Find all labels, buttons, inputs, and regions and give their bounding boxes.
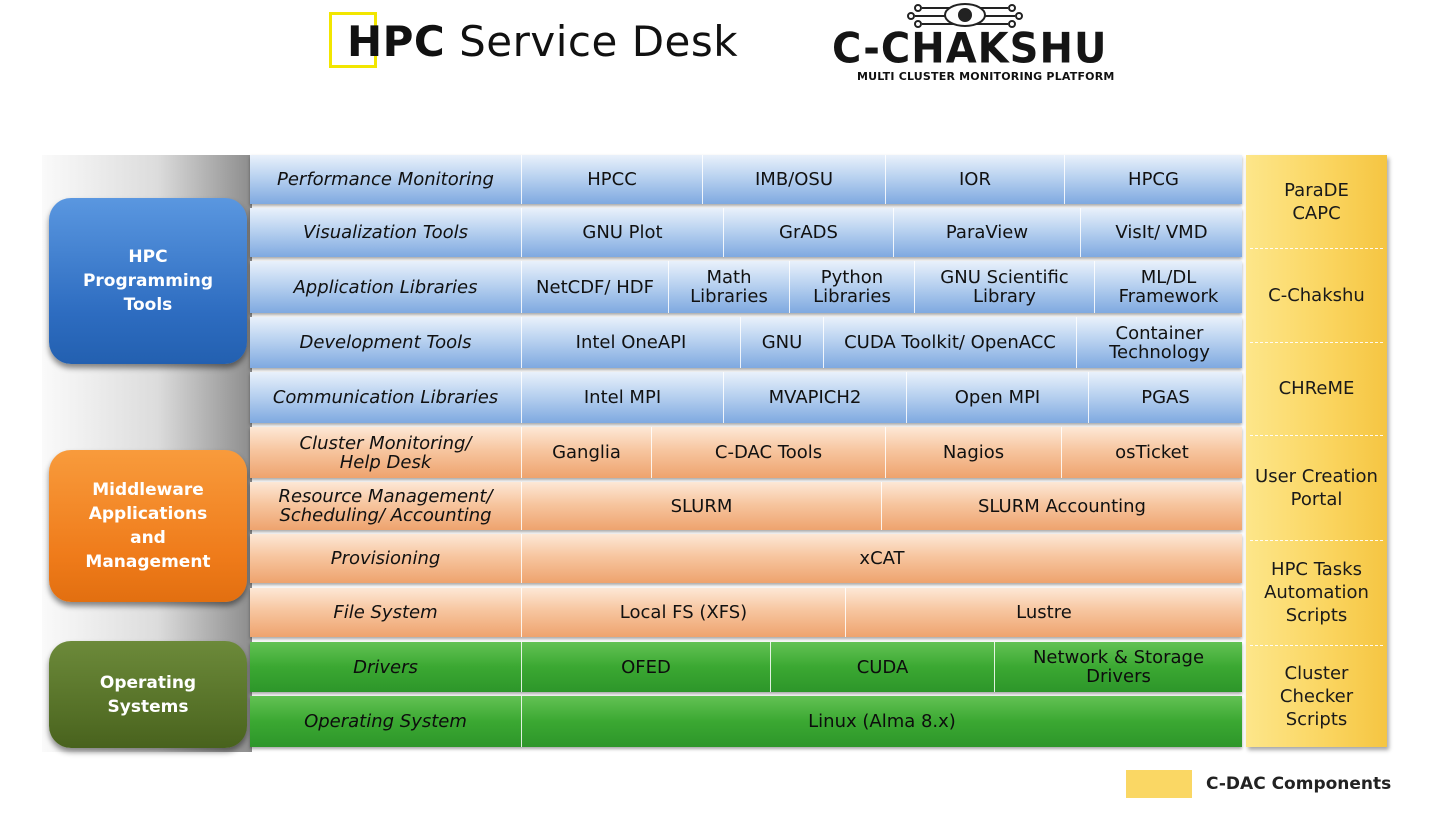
layer-item: VisIt/ VMD	[1080, 208, 1242, 257]
cdac-item-parade-capc: ParaDE CAPC	[1284, 179, 1349, 224]
layer-label: Development Tools	[250, 317, 521, 368]
cdac-divider	[1250, 248, 1383, 249]
layer-item: CUDA	[770, 642, 994, 692]
cdac-item-user-creation-portal: User Creation Portal	[1255, 465, 1378, 510]
category-middleware: Middleware Applications and Management	[49, 450, 247, 602]
layer-label: Visualization Tools	[250, 208, 521, 257]
layer-item: GrADS	[723, 208, 893, 257]
hpc-service-desk-logo: HPC Service Desk	[329, 12, 738, 72]
layer-item: GNU Scientific Library	[914, 261, 1094, 313]
layer-item: osTicket	[1061, 427, 1242, 478]
layer-item: Local FS (XFS)	[521, 588, 845, 637]
cdac-divider	[1250, 645, 1383, 646]
layer-label: Operating System	[250, 696, 521, 747]
layer-item: Intel OneAPI	[521, 317, 740, 368]
layer-label: Provisioning	[250, 534, 521, 583]
layer-item: Nagios	[885, 427, 1061, 478]
layer-communication-libraries: Communication Libraries Intel MPI MVAPIC…	[250, 372, 1242, 423]
cdac-item-c-chakshu: C-Chakshu	[1268, 284, 1365, 306]
layer-item: NetCDF/ HDF	[521, 261, 668, 313]
cdac-item-hpc-tasks-scripts: HPC Tasks Automation Scripts	[1264, 559, 1369, 626]
layer-cluster-monitoring: Cluster Monitoring/ Help Desk Ganglia C-…	[250, 427, 1242, 478]
layer-item: ParaView	[893, 208, 1080, 257]
layer-item: HPCG	[1064, 155, 1242, 204]
layer-item: HPCC	[521, 155, 702, 204]
layer-item: IMB/OSU	[702, 155, 885, 204]
layer-label: Application Libraries	[250, 261, 521, 313]
layer-label: Drivers	[250, 642, 521, 692]
cdac-item-chreme: CHReME	[1278, 378, 1355, 399]
layer-item: SLURM Accounting	[881, 482, 1242, 530]
layer-item: IOR	[885, 155, 1064, 204]
c-chakshu-logo-name: C-CHAKSHU	[832, 24, 1108, 74]
layer-item: Ganglia	[521, 427, 651, 478]
layer-item: Math Libraries	[668, 261, 789, 313]
layer-label: File System	[250, 588, 521, 637]
layer-application-libraries: Application Libraries NetCDF/ HDF Math L…	[250, 261, 1242, 313]
layer-item: OFED	[521, 642, 770, 692]
cdac-item-cluster-checker-scripts: Cluster Checker Scripts	[1279, 662, 1354, 730]
legend-swatch	[1126, 770, 1192, 798]
legend-label: C-DAC Components	[1206, 774, 1392, 794]
layer-item: CUDA Toolkit/ OpenACC	[823, 317, 1076, 368]
layer-item: Network & Storage Drivers	[994, 642, 1242, 692]
layer-item: Lustre	[845, 588, 1242, 637]
layer-label: Communication Libraries	[250, 372, 521, 423]
layer-item: C-DAC Tools	[651, 427, 885, 478]
hpc-logo-text: HPC Service Desk	[347, 16, 738, 68]
layer-operating-system: Operating System Linux (Alma 8.x)	[250, 696, 1242, 747]
hpc-logo-rest: Service Desk	[445, 17, 739, 66]
layer-item: GNU	[740, 317, 823, 368]
c-chakshu-logo-tagline: MULTI CLUSTER MONITORING PLATFORM	[857, 70, 1115, 83]
c-chakshu-logo: C-CHAKSHU MULTI CLUSTER MONITORING PLATF…	[830, 0, 1114, 88]
cdac-divider	[1250, 540, 1383, 541]
layer-item: ML/DL Framework	[1094, 261, 1242, 313]
cdac-divider	[1250, 342, 1383, 343]
layer-development-tools: Development Tools Intel OneAPI GNU CUDA …	[250, 317, 1242, 368]
layer-item: MVAPICH2	[723, 372, 906, 423]
layer-item: Container Technology	[1076, 317, 1242, 368]
layer-label: Cluster Monitoring/ Help Desk	[250, 427, 521, 478]
cdac-divider	[1250, 435, 1383, 436]
cdac-components-column: ParaDE CAPC C-Chakshu CHReME User Creati…	[1246, 155, 1387, 747]
hpc-logo-frame	[329, 12, 377, 68]
layer-performance-monitoring: Performance Monitoring HPCC IMB/OSU IOR …	[250, 155, 1242, 204]
layer-item: Python Libraries	[789, 261, 914, 313]
layer-item: Intel MPI	[521, 372, 723, 423]
layer-file-system: File System Local FS (XFS) Lustre	[250, 588, 1242, 637]
layer-item: xCAT	[521, 534, 1242, 583]
layer-provisioning: Provisioning xCAT	[250, 534, 1242, 583]
layer-label: Performance Monitoring	[250, 155, 521, 204]
circuit-eye-icon	[907, 3, 1023, 28]
layer-item: Open MPI	[906, 372, 1088, 423]
layer-item: Linux (Alma 8.x)	[521, 696, 1242, 747]
layer-drivers: Drivers OFED CUDA Network & Storage Driv…	[250, 642, 1242, 692]
layer-resource-management: Resource Management/ Scheduling/ Account…	[250, 482, 1242, 530]
layer-item: SLURM	[521, 482, 881, 530]
layer-visualization-tools: Visualization Tools GNU Plot GrADS ParaV…	[250, 208, 1242, 257]
category-hpc-programming-tools: HPC Programming Tools	[49, 198, 247, 364]
category-operating-systems: Operating Systems	[49, 641, 247, 748]
layer-item: GNU Plot	[521, 208, 723, 257]
hpc-logo-bold: HPC	[347, 17, 446, 66]
layer-item: PGAS	[1088, 372, 1242, 423]
layer-label: Resource Management/ Scheduling/ Account…	[250, 482, 521, 530]
